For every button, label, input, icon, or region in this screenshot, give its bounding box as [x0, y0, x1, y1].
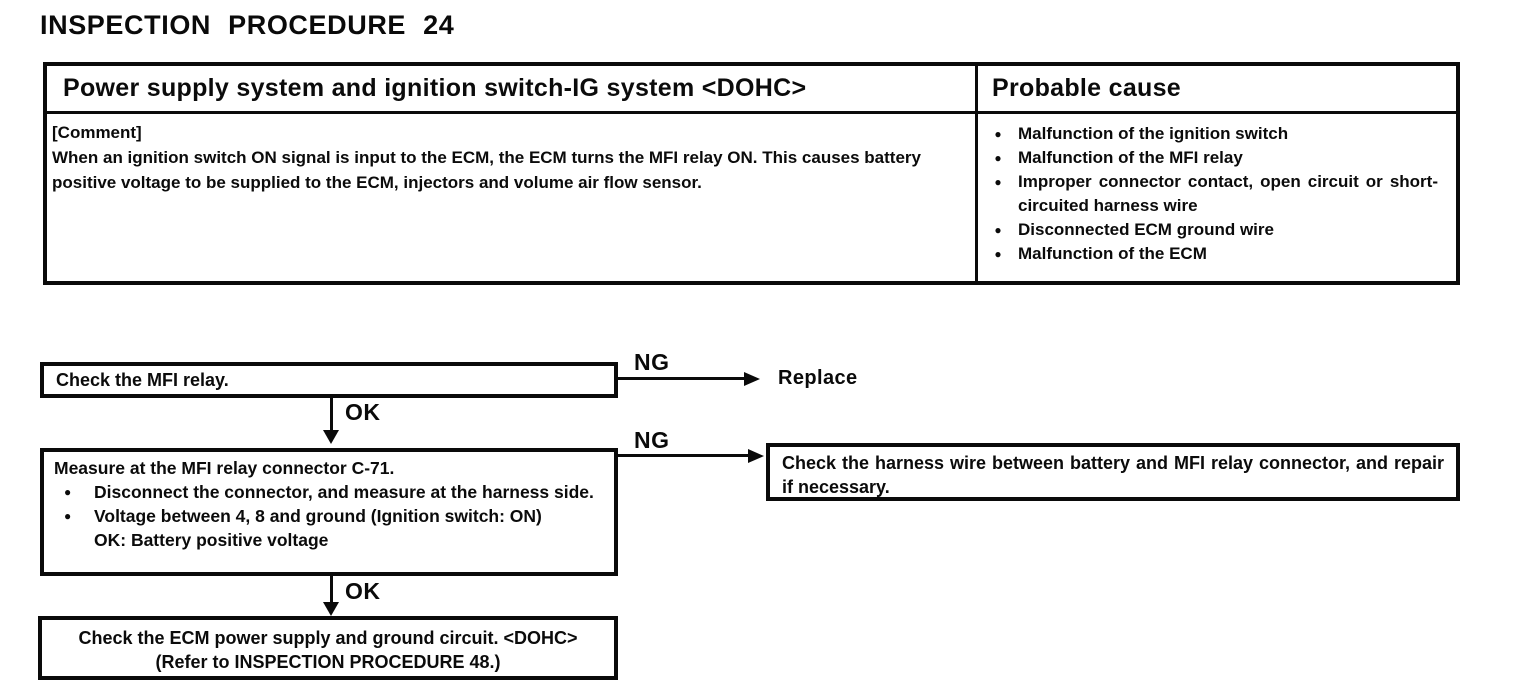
- flow-bullet-item: ● Voltage between 4, 8 and ground (Ignit…: [52, 504, 606, 528]
- ng-connector-line: [618, 377, 746, 380]
- comment-label: [Comment]: [52, 123, 142, 142]
- cause-text: Improper connector contact, open circuit…: [1018, 172, 1438, 215]
- bullet-icon: ●: [64, 485, 72, 499]
- ok-label: OK: [345, 399, 381, 425]
- bullet-icon: ●: [994, 223, 1002, 237]
- flow-step-check-ecm-power: Check the ECM power supply and ground ci…: [38, 616, 618, 680]
- cause-item: ● Malfunction of the ignition switch: [978, 122, 1444, 146]
- right-arrow-icon: [748, 449, 764, 463]
- flow-step-title: Measure at the MFI relay connector C-71.: [54, 458, 395, 478]
- ok-label: OK: [345, 578, 381, 604]
- replace-action-label: Replace: [778, 367, 858, 389]
- bullet-icon: ●: [994, 151, 1002, 165]
- bullet-icon: ●: [64, 509, 72, 523]
- bullet-icon: ●: [994, 175, 1002, 189]
- cause-item: ● Disconnected ECM ground wire: [978, 218, 1444, 242]
- flow-bullet-item: ● Disconnect the connector, and measure …: [52, 480, 606, 504]
- down-arrow-icon: [323, 602, 339, 616]
- flow-step-check-mfi-relay: Check the MFI relay.: [40, 362, 618, 398]
- flow-step-text: Check the MFI relay.: [56, 369, 229, 390]
- ng-connector-line: [618, 454, 750, 457]
- cause-text: Malfunction of the MFI relay: [1018, 148, 1243, 167]
- down-arrow-icon: [323, 430, 339, 444]
- comment-text: When an ignition switch ON signal is inp…: [52, 148, 921, 192]
- probable-cause-list: ● Malfunction of the ignition switch ● M…: [978, 114, 1456, 281]
- bullet-icon: ●: [994, 247, 1002, 261]
- probable-cause-header: Probable cause: [978, 66, 1456, 114]
- flow-step-line1: Check the ECM power supply and ground ci…: [78, 628, 578, 648]
- cause-item: ● Malfunction of the ECM: [978, 242, 1444, 266]
- cause-item: ● Malfunction of the MFI relay: [978, 146, 1444, 170]
- comment-cell: [Comment] When an ignition switch ON sig…: [47, 114, 978, 281]
- ng-label: NG: [634, 427, 670, 453]
- cause-text: Malfunction of the ECM: [1018, 244, 1207, 263]
- cause-text: Malfunction of the ignition switch: [1018, 124, 1289, 143]
- system-header: Power supply system and ignition switch-…: [47, 66, 978, 114]
- flow-action-text: Check the harness wire between battery a…: [782, 453, 1444, 497]
- ok-connector-line: [330, 398, 333, 432]
- symptom-table: Power supply system and ignition switch-…: [43, 62, 1460, 285]
- flow-step-line2: (Refer to INSPECTION PROCEDURE 48.): [155, 652, 501, 672]
- flow-bullet-text: Voltage between 4, 8 and ground (Ignitio…: [94, 506, 542, 526]
- flow-step-measure-connector: Measure at the MFI relay connector C-71.…: [40, 448, 618, 576]
- flow-action-check-harness: Check the harness wire between battery a…: [766, 443, 1460, 501]
- cause-text: Disconnected ECM ground wire: [1018, 220, 1274, 239]
- right-arrow-icon: [744, 372, 760, 386]
- flow-ok-result: OK: Battery positive voltage: [94, 530, 329, 550]
- ok-connector-line: [330, 576, 333, 604]
- page-title: INSPECTION PROCEDURE 24: [40, 10, 455, 40]
- flow-bullet-text: Disconnect the connector, and measure at…: [94, 482, 594, 502]
- bullet-icon: ●: [994, 127, 1002, 141]
- cause-item: ● Improper connector contact, open circu…: [978, 170, 1444, 218]
- ng-label: NG: [634, 349, 670, 375]
